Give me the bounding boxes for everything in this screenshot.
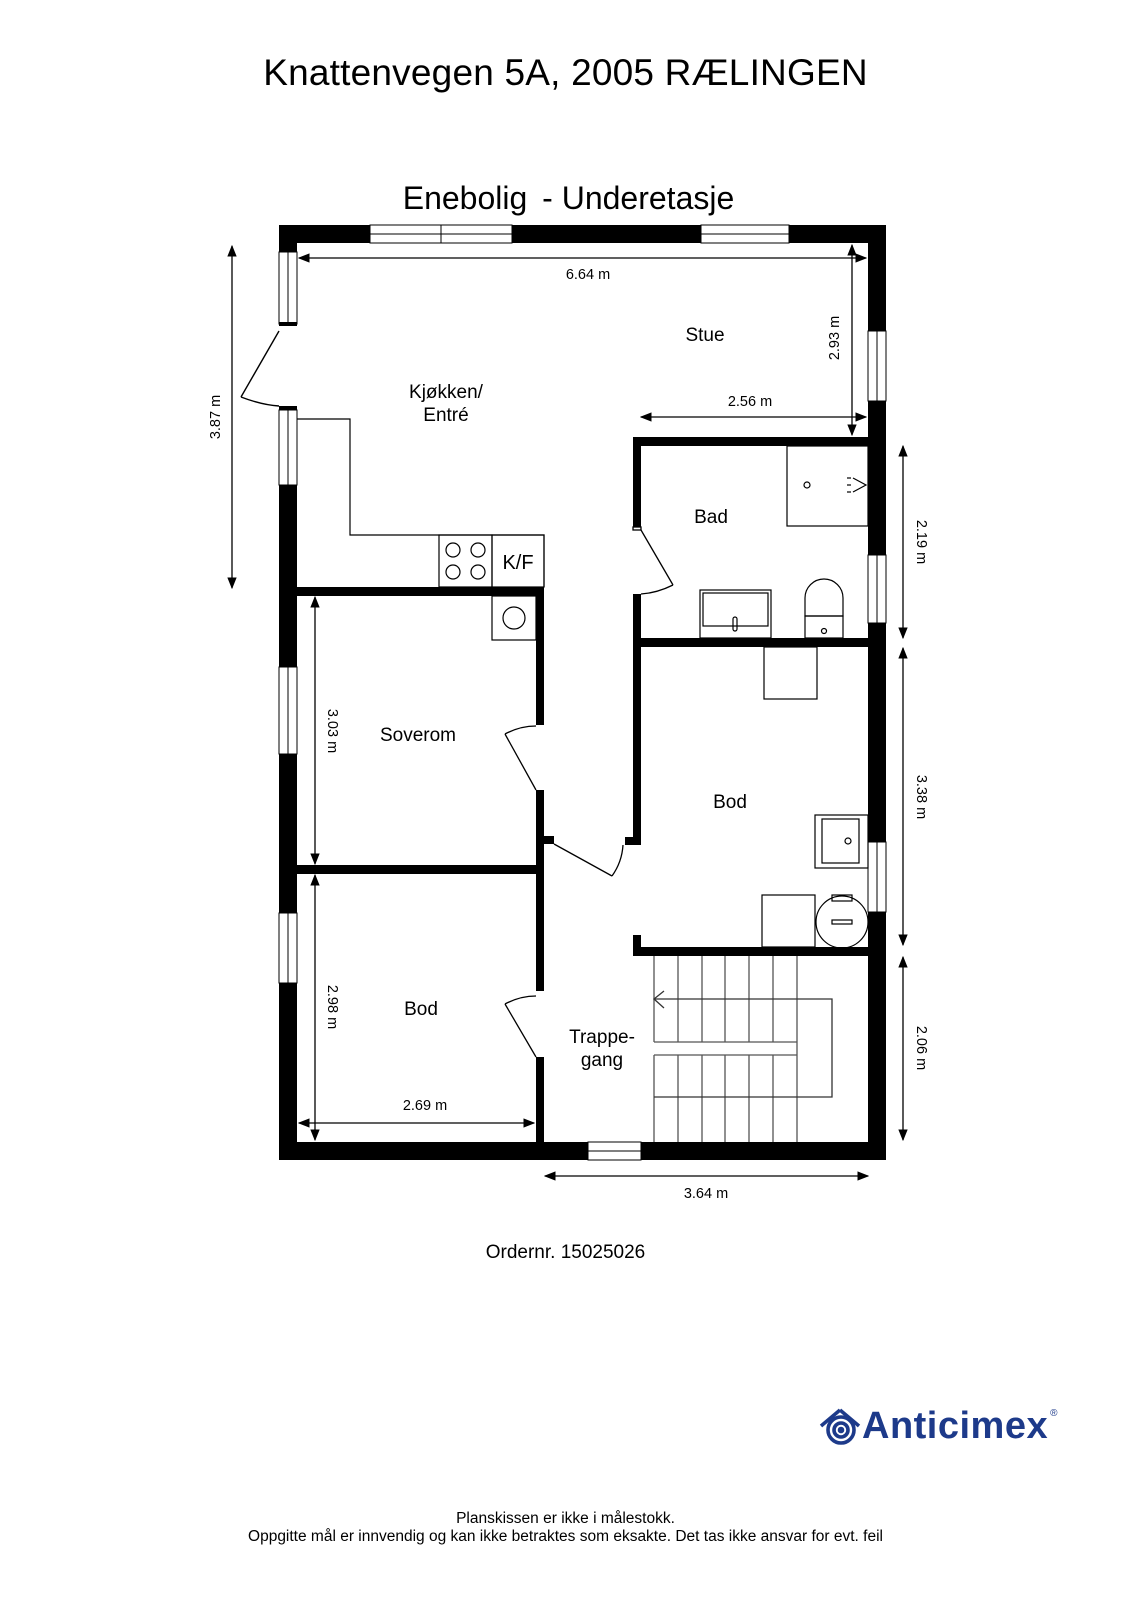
storage-box-bottom	[761, 894, 816, 948]
door-bedroom	[504, 725, 537, 791]
window-top-left	[369, 224, 513, 244]
dim-bod-height: 3.38 m	[913, 775, 929, 819]
room-label-living: Stue	[685, 325, 724, 346]
fridge-freezer-label: K/F	[502, 552, 533, 574]
room-label-storage-right: Bod	[713, 792, 747, 813]
window-right-storage	[867, 841, 887, 913]
storage-box-top	[763, 646, 818, 700]
dim-living-partial-width: 2.56 m	[728, 394, 772, 410]
dim-bath-height: 2.19 m	[913, 520, 929, 564]
shower-icon	[786, 445, 869, 527]
dimension-lines	[227, 243, 908, 1181]
window-right-living	[867, 330, 887, 402]
anticimex-logo: Anticimex ®	[818, 1406, 1058, 1446]
entrance-door	[240, 326, 297, 407]
window-bottom	[587, 1141, 642, 1161]
room-label-kitchen-line1: Kjøkken/	[409, 382, 484, 403]
window-left-bedroom	[278, 666, 298, 755]
staircase	[652, 956, 833, 1142]
dim-top-width: 6.64 m	[566, 267, 610, 283]
window-top-right	[700, 224, 790, 244]
door-corridor	[553, 843, 624, 877]
window-left-mid	[278, 406, 298, 486]
floor-title-building-type: Enebolig	[402, 180, 528, 216]
interior-walls	[297, 437, 868, 1142]
brand-name: Anticimex	[862, 1405, 1049, 1447]
utility-sink-icon	[814, 814, 869, 869]
address-title: Knattenvegen 5A, 2005 RÆLINGEN	[263, 52, 868, 93]
window-left-storage	[278, 912, 298, 984]
anticimex-swirl-icon	[819, 1408, 861, 1445]
exterior-walls	[279, 225, 886, 1160]
disclaimer-line-1: Planskissen er ikke i målestokk.	[456, 1510, 675, 1527]
door-storage-left	[504, 995, 537, 1058]
disclaimer-line-2: Oppgitte mål er innvendig og kan ikke be…	[248, 1528, 883, 1545]
room-label-stairwell-line2: gang	[581, 1050, 623, 1071]
washing-machine-icon	[491, 595, 537, 641]
room-label-bedroom: Soverom	[380, 725, 456, 746]
order-number: Ordernr. 15025026	[485, 1242, 646, 1263]
fridge-freezer: K/F	[491, 534, 545, 588]
room-label-stairwell-line1: Trappe-	[569, 1027, 635, 1048]
room-label-bathroom: Bad	[694, 507, 728, 528]
dim-stair-height: 2.06 m	[913, 1026, 929, 1070]
water-heater-icon	[815, 894, 869, 949]
room-label-storage-left: Bod	[404, 999, 438, 1020]
door-bathroom	[632, 526, 674, 595]
window-left-top	[278, 251, 298, 326]
window-right-bath	[867, 554, 887, 624]
sink-icon	[699, 589, 772, 639]
room-label-kitchen-line2: Entré	[423, 405, 468, 426]
dim-storage-height: 2.98 m	[324, 985, 340, 1029]
dim-storage-width: 2.69 m	[403, 1098, 447, 1114]
toilet-icon	[804, 578, 844, 639]
floor-title-level: - Underetasje	[542, 180, 735, 216]
dim-left-height: 3.87 m	[208, 395, 224, 439]
stove-icon	[438, 534, 493, 588]
disclaimer: Planskissen er ikke i målestokk. Oppgitt…	[0, 1510, 1131, 1546]
dim-bottom-width: 3.64 m	[684, 1186, 728, 1202]
floor-title: Enebolig - Underetasje	[0, 180, 1131, 217]
registered-mark: ®	[1050, 1408, 1058, 1419]
dim-living-height: 2.93 m	[827, 316, 843, 360]
dim-bedroom-height: 3.03 m	[324, 709, 340, 753]
